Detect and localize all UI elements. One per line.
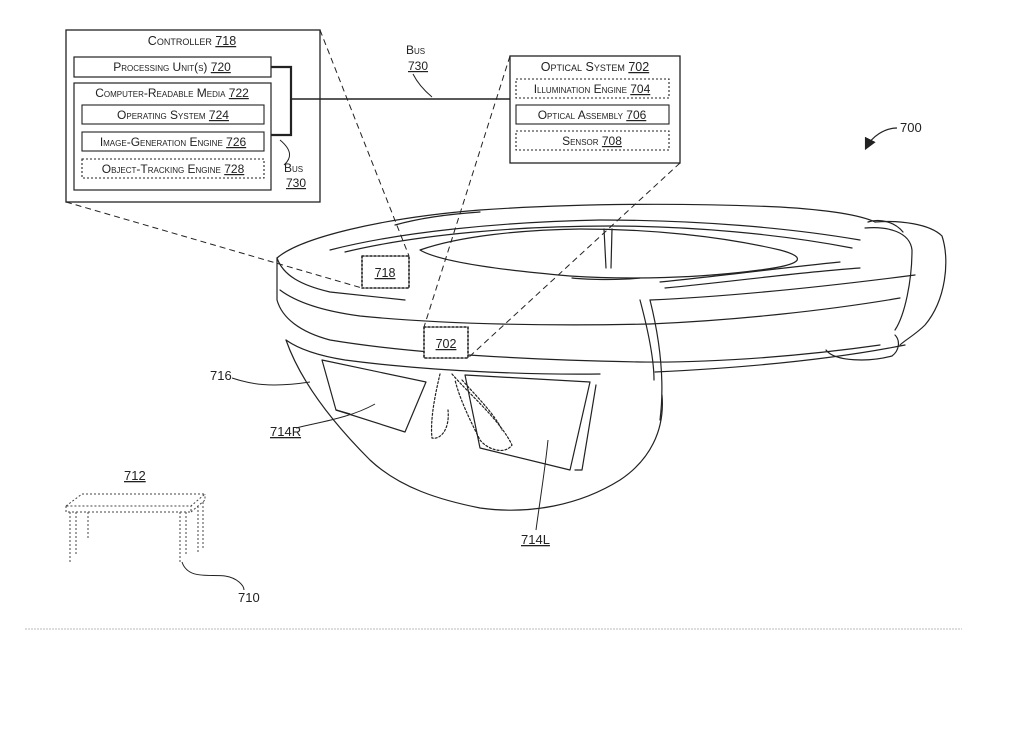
- device-ref: 700: [900, 120, 922, 135]
- tracking-engine-box: [81, 158, 265, 179]
- os-box: [81, 104, 265, 125]
- image-engine-label: Image-Generation Engine: [100, 135, 223, 149]
- media-ref: 722: [229, 86, 249, 100]
- illumination-ref: 704: [630, 82, 650, 96]
- controller-ref: 718: [215, 34, 236, 48]
- sensor-ref: 708: [602, 134, 622, 148]
- lens-left-ref: 714L: [521, 532, 550, 547]
- headset-drawing: [276, 203, 947, 511]
- svg-text:Computer-Readable Media: Computer-Readable Media 722: [95, 86, 249, 100]
- svg-text:Object-Tracking Engine 7: Object-Tracking Engine 728: [102, 162, 245, 176]
- optical-title: Optical System: [541, 60, 625, 74]
- visor-leader: [231, 377, 311, 386]
- table-label-ref: 712: [124, 468, 146, 483]
- lens-left-leader: [535, 439, 549, 531]
- lens-right-leader: [295, 403, 376, 429]
- svg-text:Processing Unit(s) 720: Processing Unit(s) 720: [113, 60, 231, 74]
- bus-top-label: Bus: [406, 43, 425, 57]
- controller-block: Controller 718 Processing Unit(s) 720 Co…: [65, 29, 321, 203]
- image-engine-ref: 726: [226, 135, 246, 149]
- table-leader: [181, 561, 245, 591]
- optical-system-block: Optical System 702 Illumination Engine 7…: [509, 55, 681, 164]
- headset-718-ref: 718: [375, 266, 396, 280]
- bus-side-label: Bus: [284, 161, 303, 175]
- bus-side-leader: [279, 139, 290, 166]
- illumination-box: [515, 78, 670, 99]
- headset-702-ref: 702: [436, 337, 457, 351]
- optical-assembly-ref: 706: [626, 108, 646, 122]
- optical-assembly-label: Optical Assembly: [538, 108, 624, 122]
- illumination-label: Illumination Engine: [534, 82, 627, 96]
- svg-text:Operating System 724: Operating System 724: [117, 108, 229, 122]
- callout-lines: [65, 29, 681, 359]
- tracking-engine-ref: 728: [224, 162, 244, 176]
- table-ref: 710: [238, 590, 260, 605]
- os-ref: 724: [209, 108, 229, 122]
- tracking-engine-label: Object-Tracking Engine: [102, 162, 221, 176]
- controller-title: Controller: [148, 34, 213, 48]
- svg-text:Illumination Engine 704: Illumination Engine 704: [534, 82, 651, 96]
- svg-text:Controller 718: Controller 718: [148, 34, 236, 48]
- media-title: Computer-Readable Media: [95, 86, 226, 100]
- processing-unit-ref: 720: [211, 60, 231, 74]
- bus-bracket: [271, 65, 510, 137]
- lens-right-ref: 714R: [270, 424, 301, 439]
- optical-assembly-box: [515, 104, 670, 125]
- headset-702-box: [423, 326, 469, 359]
- headset-718-box: [361, 255, 410, 289]
- visor-ref: 716: [210, 368, 232, 383]
- svg-text:Optical Assembly 706: Optical Assembly 706: [538, 108, 647, 122]
- bus-top-ref: 730: [408, 59, 428, 73]
- processing-unit-label: Processing Unit(s): [113, 60, 207, 74]
- optical-ref: 702: [628, 60, 649, 74]
- os-label: Operating System: [117, 108, 206, 122]
- bus-side-ref: 730: [286, 176, 306, 190]
- table-drawing: [64, 493, 207, 562]
- device-arrow: [864, 127, 898, 151]
- svg-text:Image-Generation Engine: Image-Generation Engine 726: [100, 135, 247, 149]
- image-engine-box: [81, 131, 265, 152]
- svg-text:Optical System 702: Optical System 702: [541, 60, 649, 74]
- sensor-box: [515, 130, 670, 151]
- sensor-label: Sensor: [562, 134, 599, 148]
- bus-top-leader: [412, 73, 433, 98]
- svg-text:Sensor 708: Sensor 708: [562, 134, 622, 148]
